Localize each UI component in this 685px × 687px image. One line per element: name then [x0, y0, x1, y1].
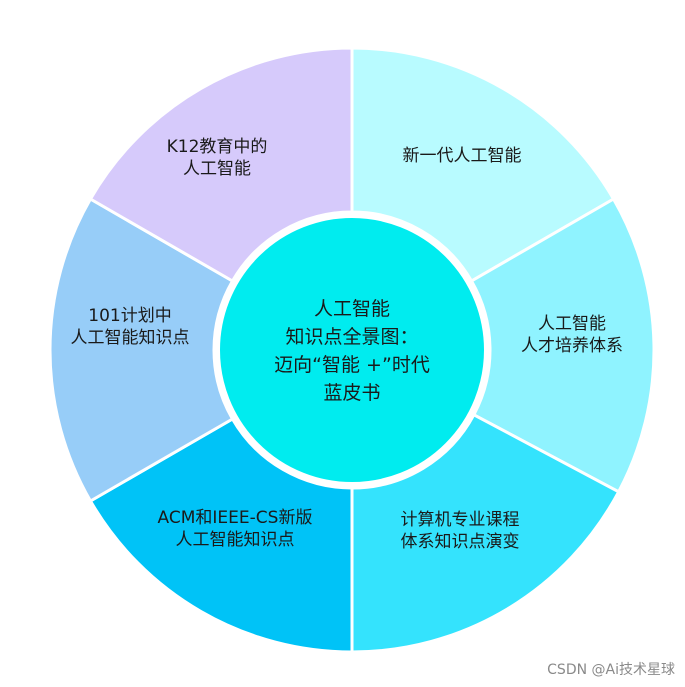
segment-label: ACM和IEEE-CS新版人工智能知识点	[158, 508, 313, 550]
segment-label-line: K12教育中的	[167, 137, 268, 157]
center-title-line: 迈向“智能 +”时代	[274, 354, 430, 376]
segment-label: K12教育中的人工智能	[167, 137, 268, 179]
segment-ai-talent-system: 人工智能人才培养体系	[470, 197, 656, 494]
segment-label-line: 人工智能知识点	[176, 530, 295, 550]
segment-label-line: 人工智能	[183, 159, 251, 179]
segment-101-plan: 101计划中人工智能知识点	[48, 197, 234, 503]
segment-label: 101计划中人工智能知识点	[71, 306, 190, 348]
watermark: CSDN @Ai技术星球	[547, 662, 675, 678]
segment-shape	[88, 417, 354, 654]
segment-shape	[470, 197, 656, 494]
center-circle	[216, 214, 488, 486]
center-title: 人工智能知识点全景图： 迈向“智能 +”时代蓝皮书	[274, 298, 430, 404]
segment-label: 新一代人工智能	[403, 146, 522, 166]
segment-shape	[88, 46, 354, 283]
segments-layer: 新一代人工智能人工智能人才培养体系计算机专业课程体系知识点演变ACM和IEEE-…	[48, 46, 656, 654]
segment-label: 人工智能人才培养体系	[521, 314, 623, 356]
segment-shape	[48, 197, 234, 503]
segment-label-line: ACM和IEEE-CS新版	[158, 508, 313, 528]
segment-k12-ai: K12教育中的人工智能	[88, 46, 354, 283]
segment-shape	[350, 413, 621, 654]
segment-label-line: 新一代人工智能	[403, 146, 522, 166]
segment-label-line: 101计划中	[88, 306, 171, 326]
segment-label-line: 计算机专业课程	[401, 510, 520, 530]
segment-new-gen-ai: 新一代人工智能	[350, 46, 616, 283]
segment-label-line: 人工智能知识点	[71, 328, 190, 348]
segment-label: 计算机专业课程体系知识点演变	[401, 510, 520, 552]
segment-acm-ieee-cs: ACM和IEEE-CS新版人工智能知识点	[88, 417, 354, 654]
segment-label-line: 人工智能	[538, 314, 606, 334]
center-title-line: 人工智能	[314, 298, 390, 320]
center-title-text: 人工智能知识点全景图： 迈向“智能 +”时代蓝皮书	[274, 298, 430, 404]
center-title-line: 蓝皮书	[323, 382, 380, 404]
segment-label-line: 人才培养体系	[521, 336, 623, 356]
center-title-line: 知识点全景图：	[285, 326, 418, 348]
segment-cs-curriculum-evolution: 计算机专业课程体系知识点演变	[350, 413, 621, 654]
segment-shape	[350, 46, 616, 283]
segment-label-line: 体系知识点演变	[401, 532, 520, 552]
